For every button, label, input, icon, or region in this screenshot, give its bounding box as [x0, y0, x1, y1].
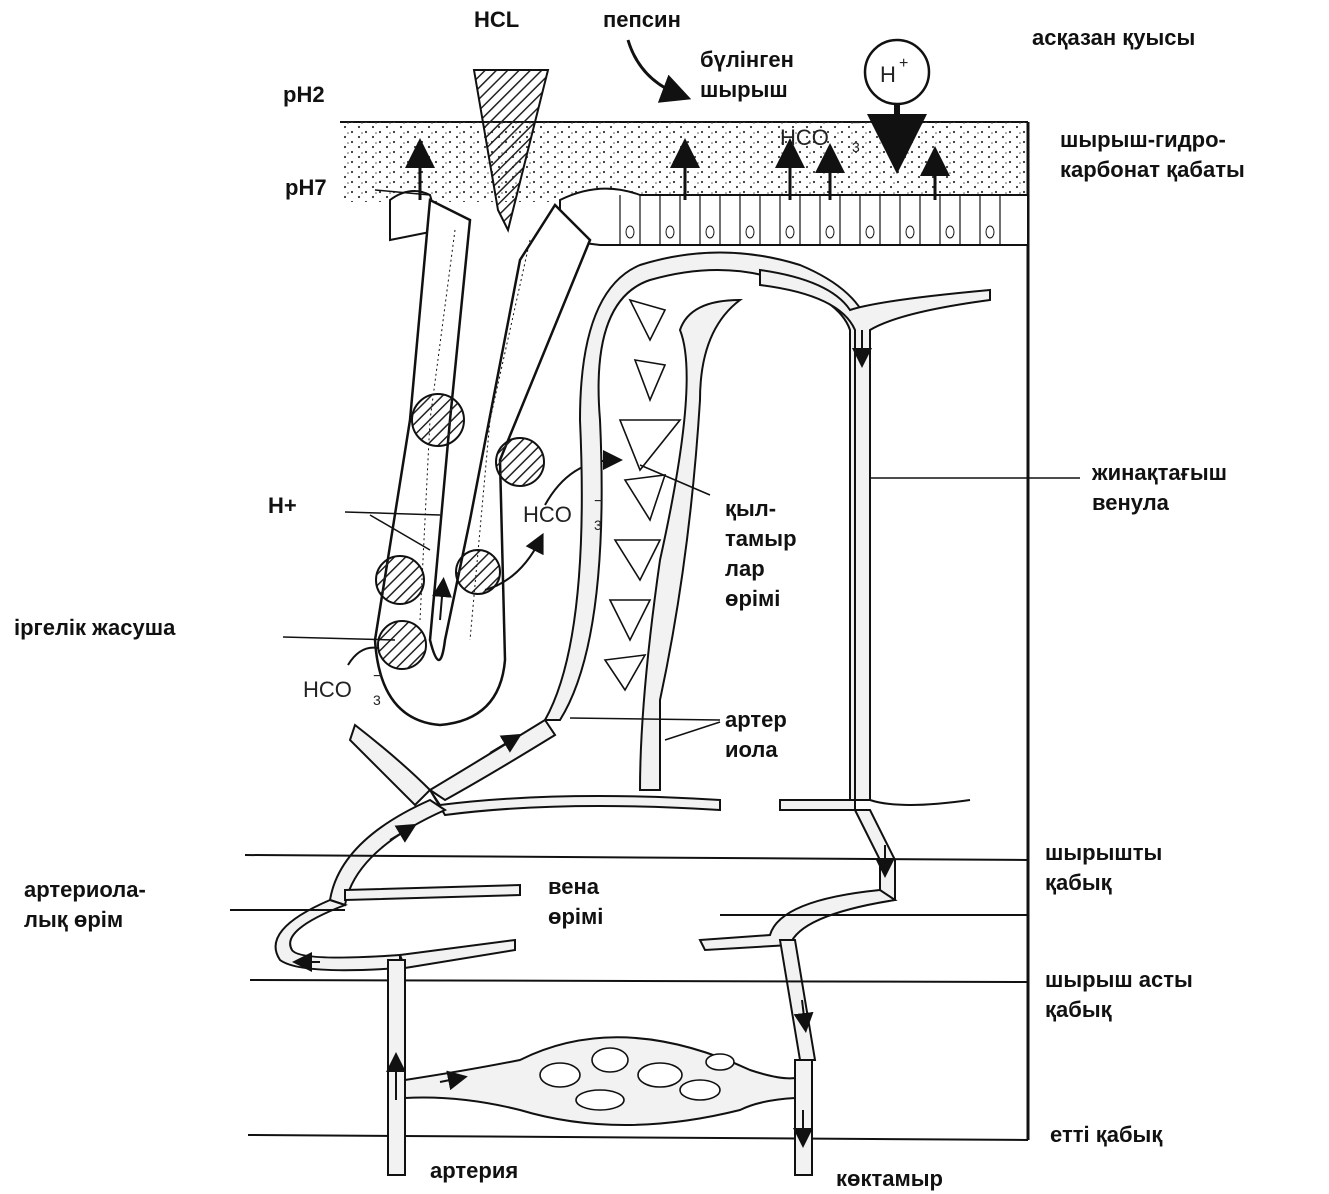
hco3-sub: 3 [594, 517, 602, 533]
arteriolar-plexus-line-2: лық өрім [24, 905, 146, 935]
mucosa-label: шырышты қабық [1045, 838, 1162, 898]
collecting-venule-line-1: жинақтағыш [1092, 458, 1227, 488]
mucus-bicarbonate-line-2: карбонат қабаты [1060, 155, 1245, 185]
h-plus-sup: + [899, 55, 908, 72]
arteriolar-plexus [276, 885, 520, 970]
capillary-network-label: қыл- тамыр лар өрімі [725, 494, 797, 614]
h-plus-text: H [880, 62, 896, 87]
arteriole-line-2: иола [725, 735, 787, 765]
split-mucus-line-2: шырыш [700, 75, 794, 105]
mucus-bicarbonate-label: шырыш-гидро- карбонат қабаты [1060, 125, 1245, 185]
pepsin-label: пепсин [603, 5, 681, 35]
hco3-sup: − [852, 115, 861, 132]
arteriolar-plexus-line-1: артериола- [24, 875, 146, 905]
collecting-venule-line-2: венула [1092, 488, 1227, 518]
arteriole-label: артер иола [725, 705, 787, 765]
mucosa-line-1: шырышты [1045, 838, 1162, 868]
arteriole-branches [330, 720, 720, 905]
arteriole-line-1: артер [725, 705, 787, 735]
capillary-line-1: қыл- [725, 494, 797, 524]
muscular-vessels [388, 960, 812, 1175]
parietal-cell-1 [412, 394, 464, 446]
h-plus-gland-label: H+ [268, 491, 297, 521]
capillary-line-3: лар [725, 554, 797, 584]
split-mucus-label: бүлінген шырыш [700, 45, 794, 105]
collecting-venule-label: жинақтағыш венула [1092, 458, 1227, 518]
submucosa-label: шырыш асты қабық [1045, 965, 1193, 1025]
parietal-cell-2 [496, 438, 544, 486]
hco3-main: HCO [303, 677, 352, 702]
venous-plexus-label: вена өрімі [548, 872, 603, 932]
venous-plexus-line-1: вена [548, 872, 603, 902]
muscularis-label: етті қабық [1050, 1120, 1162, 1150]
pepsin-arrow [628, 40, 680, 95]
venous-plexus-line-2: өрімі [548, 902, 603, 932]
artery-label: артерия [430, 1156, 518, 1186]
parietal-cell-label: іргелік жасуша [14, 613, 175, 643]
parietal-cell-3 [376, 556, 424, 604]
stomach-cavity-label: асқазан қуысы [1032, 23, 1195, 53]
hco3-main: HCO [780, 125, 829, 150]
hco3-sub: 3 [373, 692, 381, 708]
ph2-label: pH2 [283, 80, 325, 110]
submucosa-line-1: шырыш асты [1045, 965, 1193, 995]
hco3-label-parietal: HCO 3 − [303, 668, 382, 708]
hco3-sup: − [594, 493, 603, 510]
hco3-sup: − [373, 668, 382, 685]
hco3-sub: 3 [852, 139, 860, 155]
hco3-main: HCO [523, 502, 572, 527]
submucosa-line-2: қабық [1045, 995, 1193, 1025]
mucus-bicarbonate-line-1: шырыш-гидро- [1060, 125, 1245, 155]
arteriolar-plexus-label: артериола- лық өрім [24, 875, 146, 935]
ph7-label: pH7 [285, 173, 327, 203]
parietal-cell-5 [378, 621, 426, 669]
capillary-line-2: тамыр [725, 524, 797, 554]
mucosa-line-2: қабық [1045, 868, 1162, 898]
hcl-label: HCL [474, 5, 519, 35]
split-mucus-line-1: бүлінген [700, 45, 794, 75]
vein-label: көктамыр [836, 1164, 943, 1194]
capillary-line-4: өрімі [725, 584, 797, 614]
